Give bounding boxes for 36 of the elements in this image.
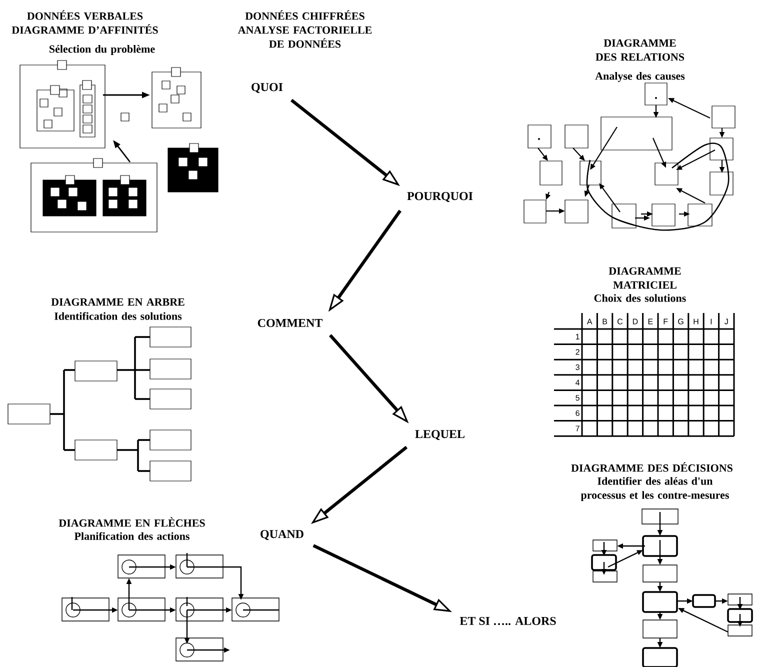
row-number: 2 <box>576 349 580 355</box>
column-letter: H <box>694 318 698 324</box>
step-word: QUAND <box>260 530 304 540</box>
column-letter: I <box>710 318 712 324</box>
column-letter: B <box>602 318 608 324</box>
column-letter: A <box>586 318 592 324</box>
column-letter: G <box>678 318 684 324</box>
column-letter: C <box>618 318 623 324</box>
step-word: POURQUOI <box>407 192 473 202</box>
row-number: 5 <box>576 395 580 401</box>
section-heading: DONNÉES VERBALES DIAGRAMME D’AFFINITÉS <box>12 10 158 34</box>
column-letter: J <box>724 318 728 324</box>
section-heading: DIAGRAMME DES RELATIONS <box>596 39 684 61</box>
subtitle: Planification des actions <box>74 532 190 540</box>
subtitle: Analyse des causes <box>595 72 685 82</box>
subtitle: Choix des solutions <box>594 294 686 302</box>
column-letter: F <box>664 318 668 324</box>
section-heading: DONNÉES CHIFFRÉES ANALYSE FACTORIELLE DE DONNÉES <box>238 10 372 48</box>
section-heading: DIAGRAMME MATRICIEL <box>608 267 681 289</box>
subtitle: Identification des solutions <box>54 312 182 320</box>
column-letter: E <box>648 318 653 324</box>
row-number: 6 <box>576 410 580 416</box>
subtitle: Sélection du problème <box>50 45 155 55</box>
step-word: COMMENT <box>258 318 322 328</box>
subtitle: Identifier des aléas d'un processus et les contre-mesures <box>580 476 729 502</box>
step-word: LEQUEL <box>415 430 464 440</box>
column-letter: D <box>632 318 638 324</box>
section-heading: DIAGRAMME EN ARBRE <box>51 298 184 306</box>
section-heading: DIAGRAMME EN FLÈCHES <box>58 517 205 527</box>
step-word: ET SI ….. ALORS <box>460 616 556 626</box>
row-number: 4 <box>576 380 580 386</box>
row-number: 7 <box>576 426 580 432</box>
step-word: QUOI <box>252 83 283 93</box>
row-number: 1 <box>576 334 580 340</box>
section-heading: DIAGRAMME DES DÉCISIONS <box>571 462 732 472</box>
row-number: 3 <box>576 364 580 370</box>
